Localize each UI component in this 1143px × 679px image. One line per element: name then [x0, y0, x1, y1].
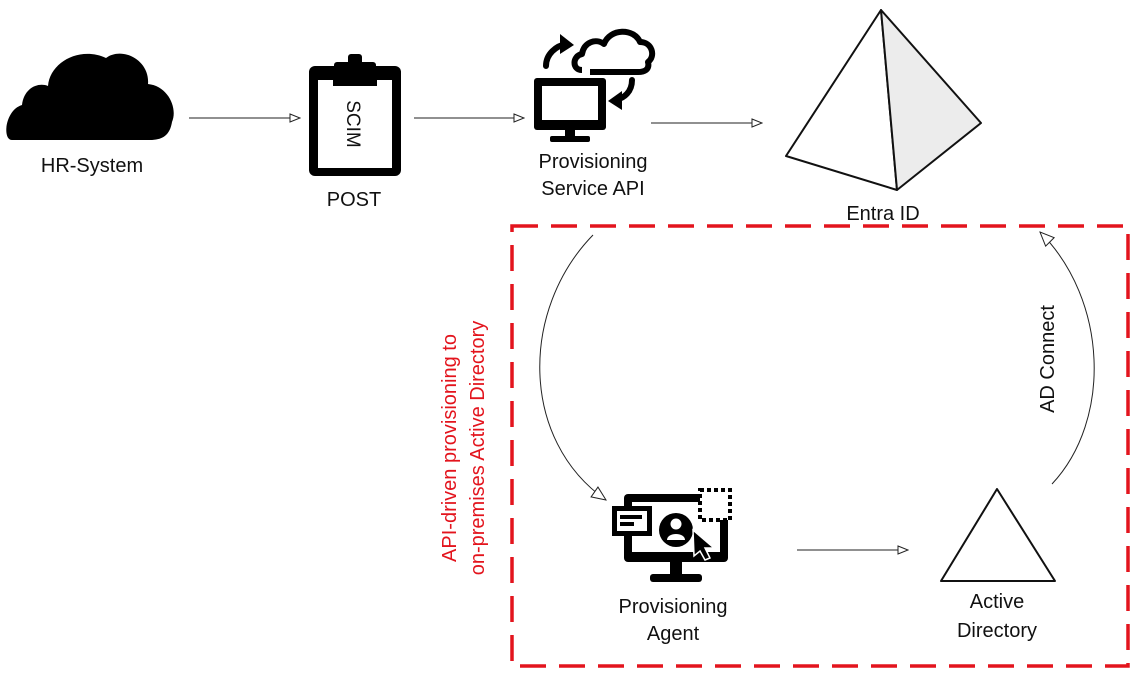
group-label-line2: on-premises Active Directory — [467, 321, 489, 576]
cloud-sync-monitor-icon — [534, 28, 656, 142]
edge-ad-connect — [1040, 232, 1095, 485]
clipboard-text: SCIM — [342, 100, 363, 148]
clipboard-icon: SCIM — [309, 54, 401, 176]
prov-agent-label-line1: Provisioning — [619, 596, 728, 618]
pyramid-icon — [785, 9, 982, 191]
ad-connect-label: AD Connect — [1037, 305, 1059, 413]
hr-system-label: HR-System — [41, 155, 143, 177]
prov-api-label-line2: Service API — [541, 178, 644, 200]
cloud-icon — [6, 53, 174, 140]
group-label-line1: API-driven provisioning to — [439, 334, 461, 562]
prov-api-label-line1: Provisioning — [539, 151, 648, 173]
active-directory-label-line1: Active — [970, 591, 1024, 613]
agent-monitor-icon — [612, 488, 732, 582]
group-boundary — [510, 224, 1130, 668]
prov-agent-label-line2: Agent — [647, 623, 700, 645]
edge-api-to-agent — [539, 234, 606, 500]
active-directory-label-line2: Directory — [957, 620, 1037, 642]
post-label: POST — [327, 189, 381, 211]
triangle-icon — [940, 488, 1056, 582]
entra-id-label: Entra ID — [846, 203, 919, 225]
group-label: API-driven provisioning to on-premises A… — [439, 321, 489, 576]
